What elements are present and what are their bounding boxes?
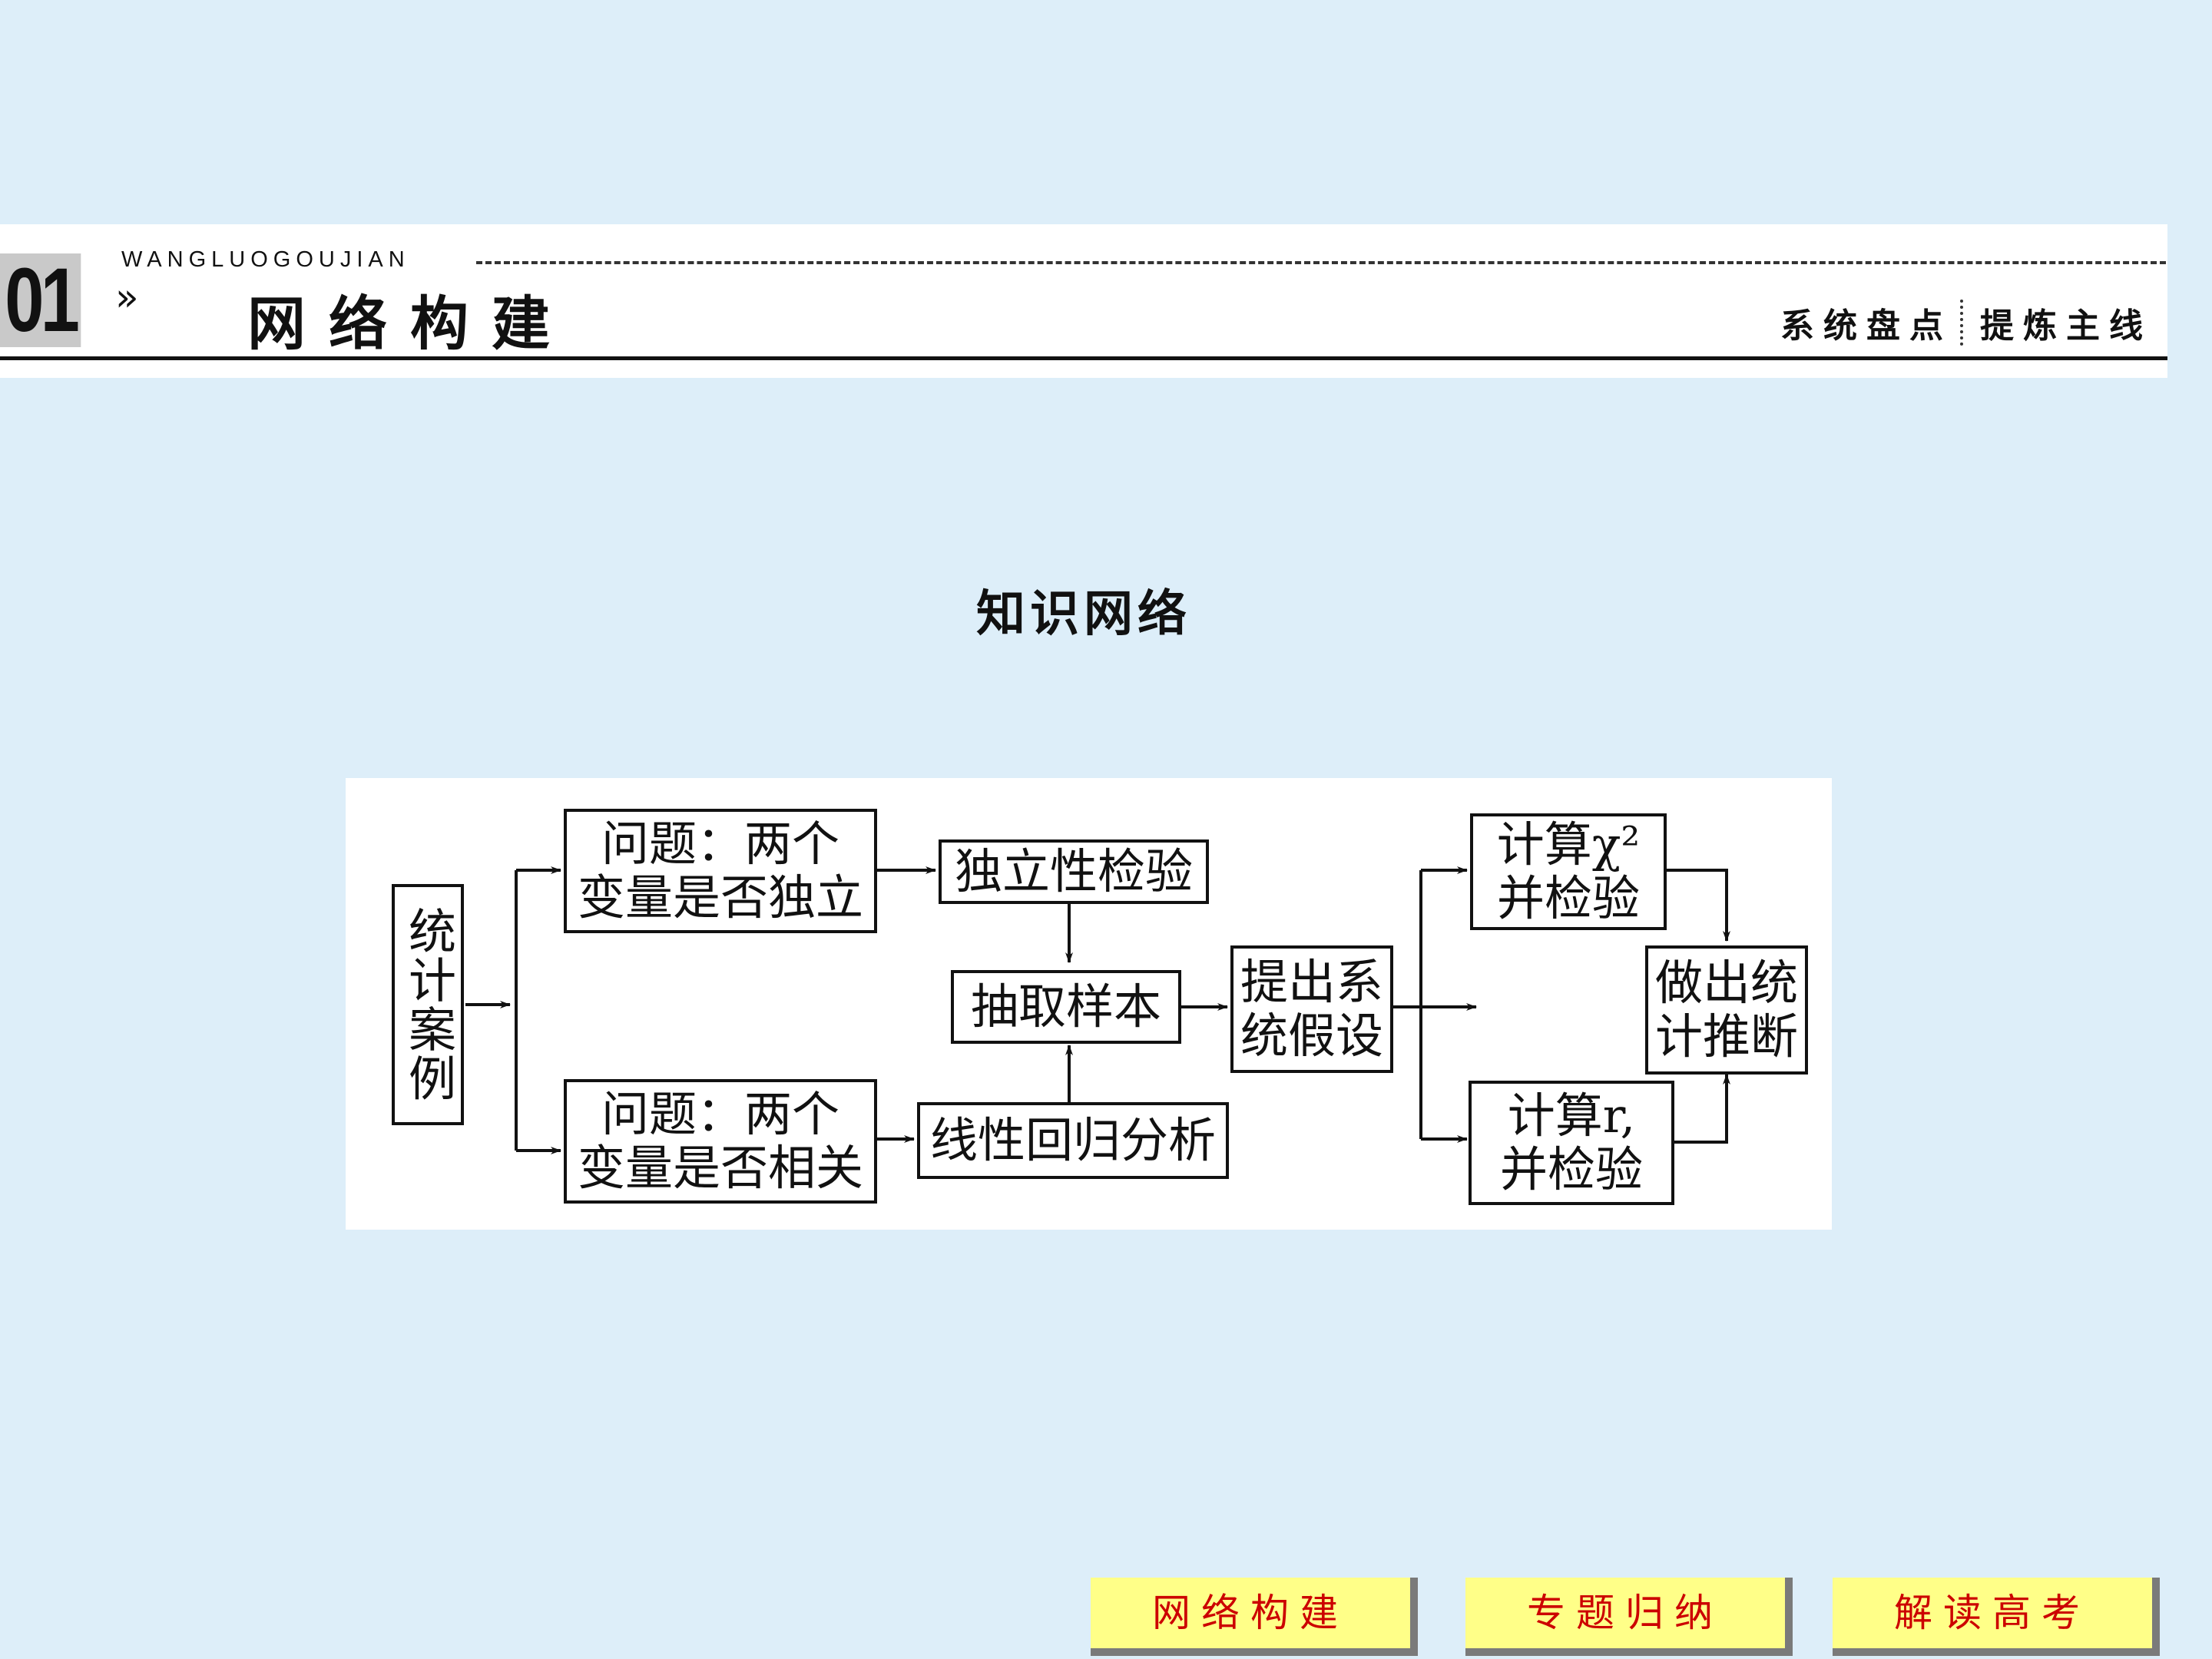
node-independence-test: 独立性检验: [939, 839, 1209, 904]
header-band: [0, 224, 2167, 378]
node-statistical-cases: 统计案例: [392, 884, 464, 1125]
page-title: 网络构建: [247, 290, 573, 358]
node-statistical-inference: 做出统 计推断: [1645, 945, 1808, 1075]
node-system-hypothesis: 提出系 统假设: [1230, 945, 1393, 1073]
section-number: 01: [0, 253, 81, 347]
diagram-panel: 统计案例 问题：两个 变量是否独立 问题：两个 变量是否相关 独立性检验 线性回…: [346, 778, 1832, 1230]
node-question-correlated: 问题：两个 变量是否相关: [564, 1079, 877, 1204]
node-compute-r: 计算r, 并检验: [1469, 1081, 1674, 1205]
node-compute-chi-square: 计算χ² 并检验: [1470, 813, 1667, 930]
node-question-independent: 问题：两个 变量是否独立: [564, 809, 877, 933]
header-tag-left: 系统盘点: [1780, 306, 1952, 346]
header-tags: 系统盘点 提炼主线: [1780, 298, 2152, 347]
diagram-connectors: [465, 866, 1730, 1154]
node-linear-regression: 线性回归分析: [917, 1102, 1229, 1179]
nav-button-exam[interactable]: 解读高考: [1833, 1578, 2160, 1656]
node-draw-sample: 抽取样本: [951, 970, 1181, 1044]
header-underline: [0, 356, 2167, 360]
header-tag-right: 提炼主线: [1980, 306, 2152, 346]
section-subtitle-en: WANGLUOGOUJIAN: [121, 247, 410, 272]
knowledge-network-heading: 知识网络: [976, 586, 1191, 643]
double-chevron-icon: »: [115, 275, 139, 320]
nav-button-network[interactable]: 网络构建: [1091, 1578, 1418, 1656]
header-dashed-rule: [476, 261, 2166, 264]
tag-divider: [1960, 300, 1963, 346]
arrow-chi-inference: [1667, 869, 1730, 942]
arrow-r-inference: [1673, 1074, 1730, 1144]
nav-button-topics[interactable]: 专题归纳: [1465, 1578, 1793, 1656]
